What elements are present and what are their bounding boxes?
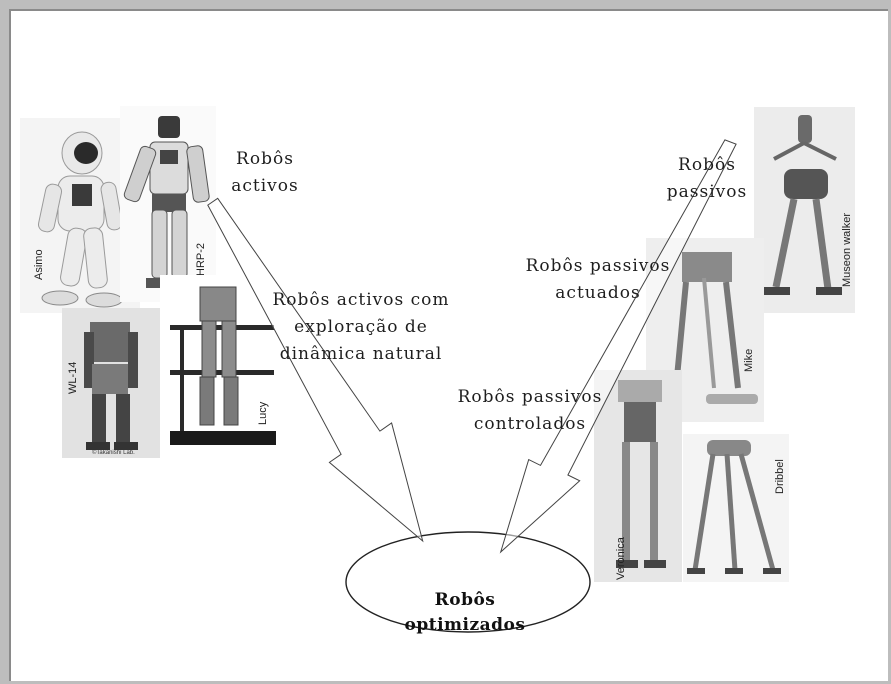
lucy-photo: Lucy <box>160 275 276 457</box>
label-passive-robots: Robôs passivos <box>666 155 748 202</box>
passive-robots-arrow <box>499 139 737 554</box>
optimized-ellipse <box>345 531 591 633</box>
dribbel-label: Dribbel <box>774 459 786 494</box>
wl14-label: WL-14 <box>67 362 79 394</box>
asimo-label: Asimo <box>33 249 45 280</box>
hrp2-photo: HRP-2 <box>120 106 216 302</box>
label-passive-actuated: Robôs passivos actuados <box>525 256 671 303</box>
veronica-photo: Veronica <box>594 370 682 582</box>
label-active-robots: Robôs activos <box>231 149 299 196</box>
lucy-label: Lucy <box>257 401 269 425</box>
label-passive-controlled: Robôs passivos controlados <box>457 387 603 434</box>
label-optimized-robots: Robôs optimizados <box>404 590 526 635</box>
hrp2-label: HRP-2 <box>195 243 207 276</box>
label-active-natural-dynamics: Robôs activos com exploração de dinâmica… <box>272 290 450 364</box>
wl14-credit: ©Takanishi Lab. <box>92 449 135 456</box>
active-robots-arrow <box>207 197 424 543</box>
museon-walker-photo: Museon walker <box>754 107 855 313</box>
dribbel-photo: Dribbel <box>683 434 789 582</box>
museon-walker-label: Museon walker <box>841 213 853 287</box>
veronica-label: Veronica <box>615 536 627 580</box>
mike-label: Mike <box>743 349 755 372</box>
wl14-photo: WL-14 ©Takanishi Lab. <box>62 308 160 458</box>
